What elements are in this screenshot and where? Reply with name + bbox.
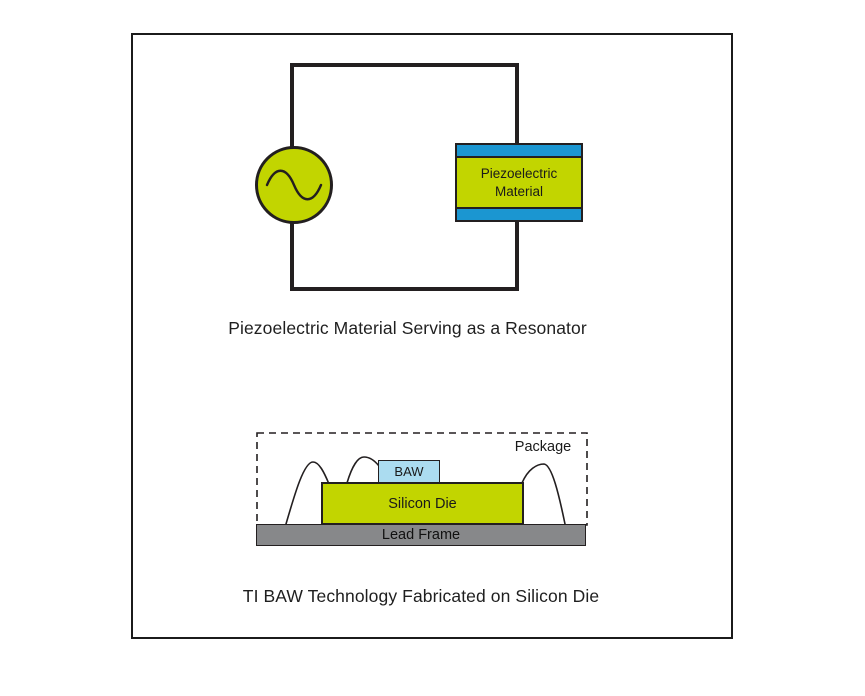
bond-wire-left <box>285 461 330 525</box>
lead-frame-label: Lead Frame <box>381 527 461 543</box>
sine-wave-icon <box>265 169 323 201</box>
piezo-bottom-electrode <box>455 207 583 222</box>
bond-wire-middle <box>346 456 380 484</box>
package-drawing <box>256 432 588 526</box>
package-label: Package <box>514 439 572 455</box>
piezo-body: Piezoelectric Material <box>455 158 583 207</box>
piezo-top-electrode <box>455 143 583 158</box>
silicon-die-label: Silicon Die <box>388 495 457 512</box>
figure-frame: Piezoelectric Material Piezoelectric Mat… <box>131 33 733 639</box>
package-outline <box>256 432 588 526</box>
lead-frame: Lead Frame <box>256 524 586 546</box>
piezo-label: Piezoelectric Material <box>480 165 558 199</box>
piezo-component: Piezoelectric Material <box>455 143 583 222</box>
resonator-caption: Piezoelectric Material Serving as a Reso… <box>228 318 587 338</box>
baw-label: BAW <box>394 464 424 479</box>
baw-chip: BAW <box>378 460 440 483</box>
silicon-die: Silicon Die <box>321 482 524 525</box>
baw-caption: TI BAW Technology Fabricated on Silicon … <box>242 586 600 606</box>
ac-source <box>255 146 333 224</box>
bond-wire-right <box>521 463 566 525</box>
